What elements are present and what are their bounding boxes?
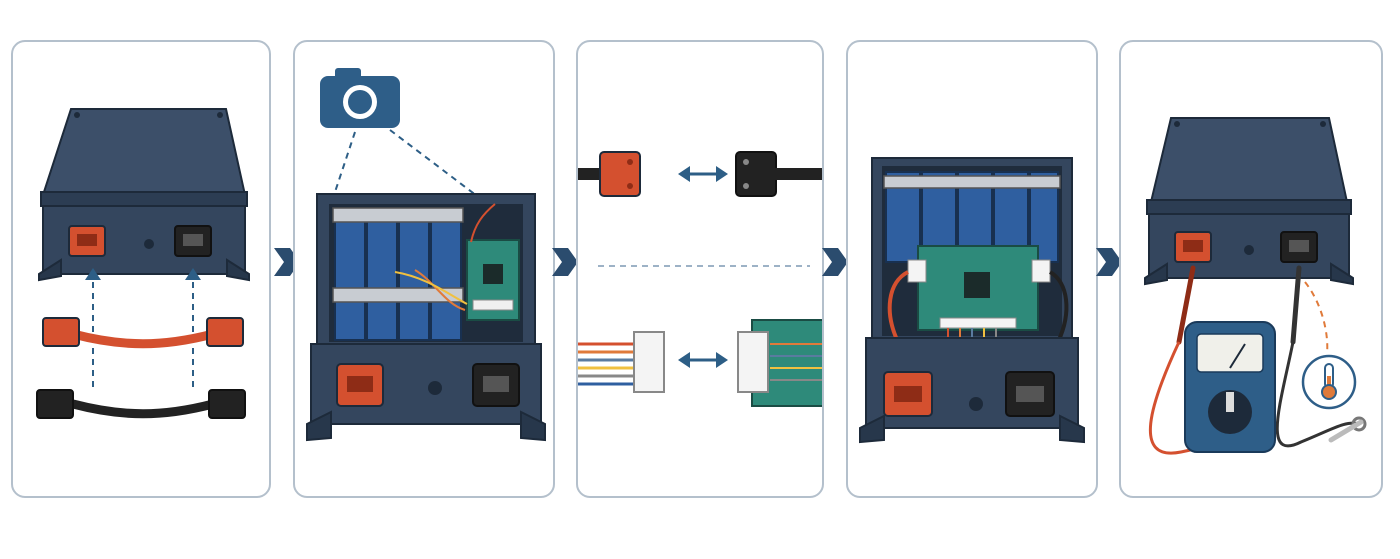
connector-pin <box>743 183 749 189</box>
double-arrow-icon <box>678 166 728 182</box>
battery-cell <box>334 209 366 341</box>
sense-wire <box>414 269 466 311</box>
photo-guide-line <box>389 129 486 203</box>
lid-rim <box>1146 199 1352 215</box>
camera-icon <box>320 68 400 128</box>
red-cable-plug <box>42 317 80 347</box>
temperature-guide-line <box>1304 281 1329 355</box>
status-indicator <box>1244 245 1254 255</box>
lid-screw <box>74 112 80 118</box>
closed-enclosure-with-cables-illustration <box>36 108 250 419</box>
photo-guide-line <box>334 131 356 193</box>
red-socket-pins <box>894 386 922 402</box>
step-panel-5 <box>1119 40 1383 498</box>
black-test-probe <box>1290 265 1302 345</box>
bus-bar <box>883 175 1061 189</box>
diagram-title <box>0 0 1 1</box>
mounting-foot <box>306 410 332 442</box>
power-terminal <box>907 259 927 283</box>
lid-screw <box>1320 121 1326 127</box>
connector-pin <box>743 159 749 165</box>
connector-pin <box>627 183 633 189</box>
bms-installed-illustration <box>859 157 1085 444</box>
red-socket-pins <box>347 376 373 392</box>
black-cable <box>71 399 215 419</box>
step-panel-2 <box>293 40 555 498</box>
balance-connector <box>939 317 1017 329</box>
balance-socket <box>737 331 769 393</box>
red-connector <box>599 151 641 197</box>
lid-screw <box>217 112 223 118</box>
power-lead-red <box>887 270 910 343</box>
bus-bar <box>332 207 464 223</box>
red-socket-pins <box>77 234 97 246</box>
connector-detail-illustration <box>578 151 822 407</box>
black-socket-pins <box>1016 386 1044 402</box>
selector-pointer <box>1226 392 1234 412</box>
wire-harness <box>578 342 638 386</box>
double-arrow-icon <box>678 352 728 368</box>
black-connector <box>735 151 777 197</box>
status-indicator <box>969 397 983 411</box>
board-traces <box>770 343 822 381</box>
step-panel-3 <box>576 40 824 498</box>
mounting-foot <box>226 258 250 282</box>
sense-wire <box>394 271 468 305</box>
black-test-lead <box>1275 341 1360 448</box>
balance-plug <box>633 331 665 393</box>
bus-bar <box>332 287 464 303</box>
multimeter <box>1184 321 1276 453</box>
black-socket-pins <box>1289 240 1309 252</box>
battery-cell <box>398 209 430 341</box>
status-indicator <box>428 381 442 395</box>
red-cable <box>71 329 215 349</box>
step-panel-1 <box>11 40 271 498</box>
mounting-foot <box>38 258 62 282</box>
black-cable-plug <box>208 389 246 419</box>
step-arrow-icon <box>1096 248 1122 276</box>
meter-needle <box>1229 343 1246 369</box>
testing-illustration <box>1144 117 1367 455</box>
sense-wire <box>470 203 496 243</box>
mounting-foot <box>1330 262 1354 286</box>
battery-cell <box>430 209 462 341</box>
bms-chip <box>964 272 990 298</box>
status-indicator <box>144 239 154 249</box>
red-cable-plug <box>206 317 244 347</box>
mounting-foot <box>859 414 885 444</box>
thermometer-icon <box>1301 354 1357 410</box>
bms-board <box>917 245 1039 331</box>
open-enclosure-illustration <box>306 68 546 442</box>
black-socket-pins <box>183 234 203 246</box>
arrowhead <box>85 268 101 280</box>
enclosure-lid <box>1149 117 1349 203</box>
step-arrow-icon <box>552 248 578 276</box>
mounting-foot <box>1059 414 1085 444</box>
red-test-probe <box>1176 265 1196 345</box>
sensor-probe <box>1328 419 1364 443</box>
connector-pin <box>627 159 633 165</box>
lid-rim <box>40 191 248 207</box>
mounting-foot <box>520 410 546 442</box>
bms-chip <box>483 264 503 284</box>
red-socket-pins <box>1183 240 1203 252</box>
lid-screw <box>1174 121 1180 127</box>
enclosure-lid <box>41 108 247 196</box>
mounting-foot <box>1144 262 1168 286</box>
power-lead-black <box>1048 270 1069 343</box>
balance-connector <box>472 299 514 311</box>
black-cable-plug <box>36 389 74 419</box>
arrowhead <box>185 268 201 280</box>
meter-dial-face <box>1196 333 1264 373</box>
step-panel-4 <box>846 40 1098 498</box>
power-terminal <box>1031 259 1051 283</box>
black-socket-pins <box>483 376 509 392</box>
battery-cell <box>366 209 398 341</box>
step-arrow-icon <box>822 248 848 276</box>
